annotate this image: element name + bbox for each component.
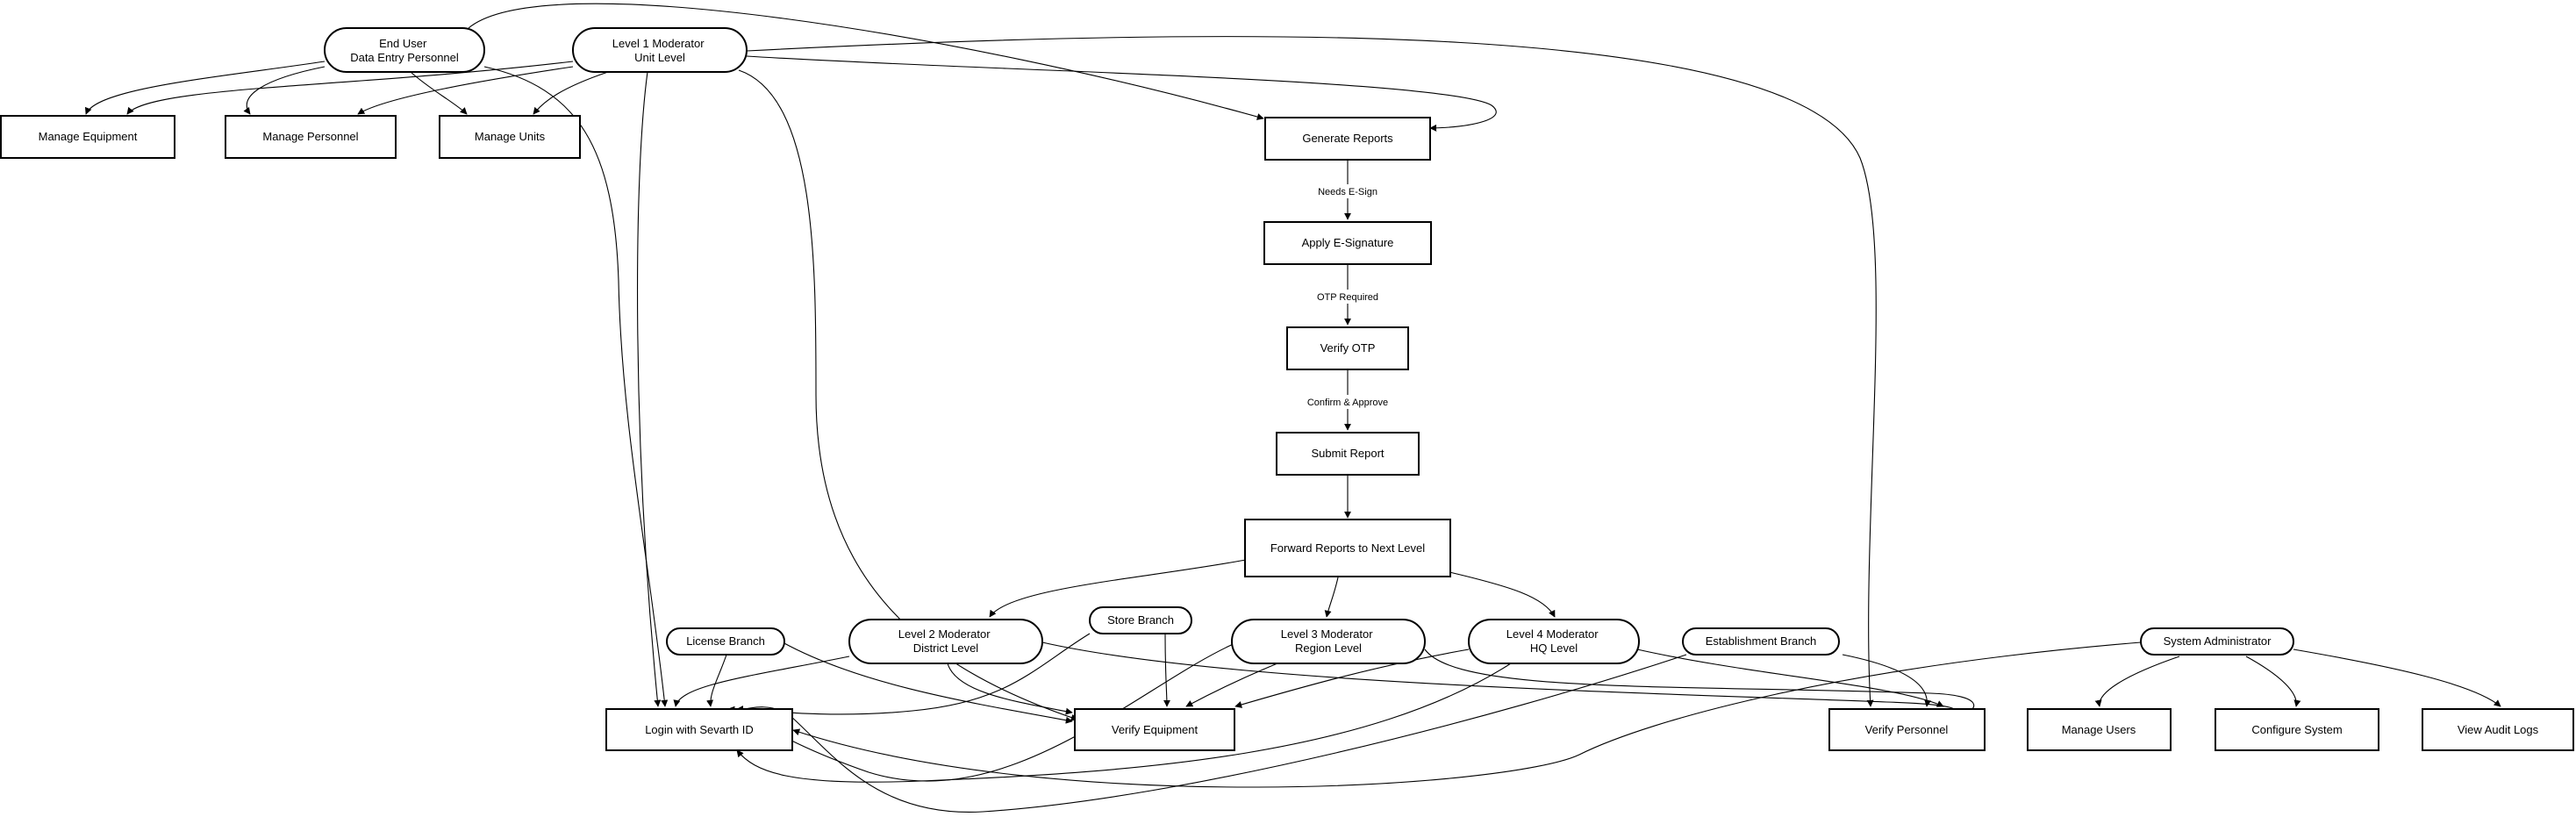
node-submit-report-label: Submit Report xyxy=(1311,447,1384,460)
node-view-audit-logs-label: View Audit Logs xyxy=(2458,723,2539,736)
node-login-sevarth-id[interactable]: Login with Sevarth ID xyxy=(605,708,793,751)
node-manage-users[interactable]: Manage Users xyxy=(2027,708,2172,751)
node-forward-reports-label: Forward Reports to Next Level xyxy=(1270,541,1425,555)
node-manage-personnel[interactable]: Manage Personnel xyxy=(225,115,397,159)
node-configure-system[interactable]: Configure System xyxy=(2215,708,2379,751)
node-license-branch-label: License Branch xyxy=(686,634,765,648)
edge-l4-login xyxy=(736,663,1512,783)
edge-label-confirm-approve: Confirm & Approve xyxy=(1307,398,1388,408)
edge-l2-login xyxy=(673,656,850,707)
edge-l1-manage-personnel xyxy=(357,66,574,115)
node-manage-users-label: Manage Users xyxy=(2062,723,2136,736)
node-license-branch[interactable]: License Branch xyxy=(666,627,785,656)
node-verify-personnel-label: Verify Personnel xyxy=(1865,723,1949,736)
edge-label-otp-required: OTP Required xyxy=(1317,292,1378,303)
edge-l1-manage-equipment xyxy=(126,61,574,115)
node-verify-personnel[interactable]: Verify Personnel xyxy=(1828,708,1986,751)
node-store-branch[interactable]: Store Branch xyxy=(1089,606,1192,634)
node-manage-equipment[interactable]: Manage Equipment xyxy=(0,115,175,159)
edge-labels: Needs E-Sign OTP Required Confirm & Appr… xyxy=(1304,184,1392,409)
edge-license-login xyxy=(706,654,727,707)
node-verify-equipment[interactable]: Verify Equipment xyxy=(1074,708,1235,751)
node-level-2-moderator[interactable]: Level 2 Moderator District Level xyxy=(848,619,1043,664)
svg-text:Level 1 Moderator Unit: Level 1 Moderator Unit Level xyxy=(612,37,707,64)
node-forward-reports[interactable]: Forward Reports to Next Level xyxy=(1244,519,1451,577)
svg-text:End User Data Entry Pe: End User Data Entry Personnel xyxy=(350,37,459,64)
edge-enduser-manage-equipment xyxy=(84,61,326,115)
edge-l1-manage-units xyxy=(533,71,609,115)
edge-enduser-manage-units xyxy=(410,71,468,115)
node-system-administrator[interactable]: System Administrator xyxy=(2140,627,2294,656)
node-verify-equipment-label: Verify Equipment xyxy=(1112,723,1199,736)
edge-l1-verify-personnel xyxy=(746,36,1877,707)
node-level-4-moderator-line1: Level 4 Moderator xyxy=(1506,627,1599,641)
node-level-2-moderator-line2: District Level xyxy=(913,641,979,655)
svg-text:Level 4 Moderator HQ L: Level 4 Moderator HQ Level xyxy=(1506,627,1601,655)
node-level-4-moderator-line2: HQ Level xyxy=(1530,641,1578,655)
edge-l3-verify-personnel xyxy=(1424,648,1975,720)
edge-establishment-verify-personnel xyxy=(1842,654,1932,707)
edge-l1-login xyxy=(636,71,662,707)
node-establishment-branch-label: Establishment Branch xyxy=(1706,634,1816,648)
edge-label-needs-esign: Needs E-Sign xyxy=(1318,187,1377,197)
node-manage-units-label: Manage Units xyxy=(475,130,546,143)
edge-forward-l3 xyxy=(1324,577,1339,618)
node-manage-equipment-label: Manage Equipment xyxy=(39,130,138,143)
node-level-2-moderator-line1: Level 2 Moderator xyxy=(898,627,991,641)
edge-forward-l2 xyxy=(989,559,1247,618)
edge-l1-generate-reports xyxy=(746,55,1497,132)
node-level-3-moderator[interactable]: Level 3 Moderator Region Level xyxy=(1231,619,1426,664)
edge-license-verify-equipment xyxy=(782,641,1073,724)
node-level-4-moderator[interactable]: Level 4 Moderator HQ Level xyxy=(1468,619,1640,664)
node-end-user[interactable]: End User Data Entry Personnel xyxy=(324,27,485,73)
edge-enduser-login xyxy=(483,66,669,707)
nodes: End User Data Entry Personnel Level 1 Mo… xyxy=(0,27,2574,751)
node-manage-units[interactable]: Manage Units xyxy=(439,115,581,159)
node-verify-otp-label: Verify OTP xyxy=(1320,341,1376,355)
node-establishment-branch[interactable]: Establishment Branch xyxy=(1682,627,1840,656)
node-view-audit-logs[interactable]: View Audit Logs xyxy=(2422,708,2574,751)
edge-forward-l4 xyxy=(1449,571,1556,618)
node-login-sevarth-id-label: Login with Sevarth ID xyxy=(645,723,754,736)
node-generate-reports[interactable]: Generate Reports xyxy=(1264,117,1431,161)
svg-text:Level 2 Moderator Dist: Level 2 Moderator District Level xyxy=(898,627,993,655)
node-level-1-moderator-line1: Level 1 Moderator xyxy=(612,37,705,50)
edge-enduser-generate-reports xyxy=(468,3,1264,120)
edge-admin-configure-system xyxy=(2245,656,2301,707)
node-level-3-moderator-line1: Level 3 Moderator xyxy=(1281,627,1373,641)
edge-enduser-manage-personnel xyxy=(243,66,326,115)
svg-text:Level 3 Moderator Regi: Level 3 Moderator Region Level xyxy=(1281,627,1376,655)
node-verify-otp[interactable]: Verify OTP xyxy=(1286,326,1409,370)
node-level-1-moderator[interactable]: Level 1 Moderator Unit Level xyxy=(572,27,748,73)
edge-l4-verify-personnel xyxy=(1636,648,1944,707)
edge-admin-manage-users xyxy=(2094,656,2180,707)
node-apply-e-signature-label: Apply E-Signature xyxy=(1302,236,1394,249)
edge-l4-verify-equipment xyxy=(1234,648,1470,708)
edge-l2-verify-equipment xyxy=(947,663,1073,715)
edge-store-verify-equipment xyxy=(1163,633,1170,707)
node-level-3-moderator-line2: Region Level xyxy=(1295,641,1362,655)
edge-admin-login xyxy=(792,641,2142,788)
edge-l3-verify-equipment xyxy=(1185,663,1278,707)
node-store-branch-label: Store Branch xyxy=(1107,613,1174,627)
node-level-1-moderator-line2: Unit Level xyxy=(634,51,685,64)
node-manage-personnel-label: Manage Personnel xyxy=(262,130,358,143)
node-generate-reports-label: Generate Reports xyxy=(1302,132,1393,145)
node-end-user-line1: End User xyxy=(379,37,427,50)
node-end-user-line2: Data Entry Personnel xyxy=(350,51,459,64)
node-configure-system-label: Configure System xyxy=(2251,723,2342,736)
node-submit-report[interactable]: Submit Report xyxy=(1276,432,1420,476)
node-apply-e-signature[interactable]: Apply E-Signature xyxy=(1263,221,1432,265)
edge-admin-view-audit-logs xyxy=(2293,648,2501,707)
node-system-administrator-label: System Administrator xyxy=(2164,634,2272,648)
